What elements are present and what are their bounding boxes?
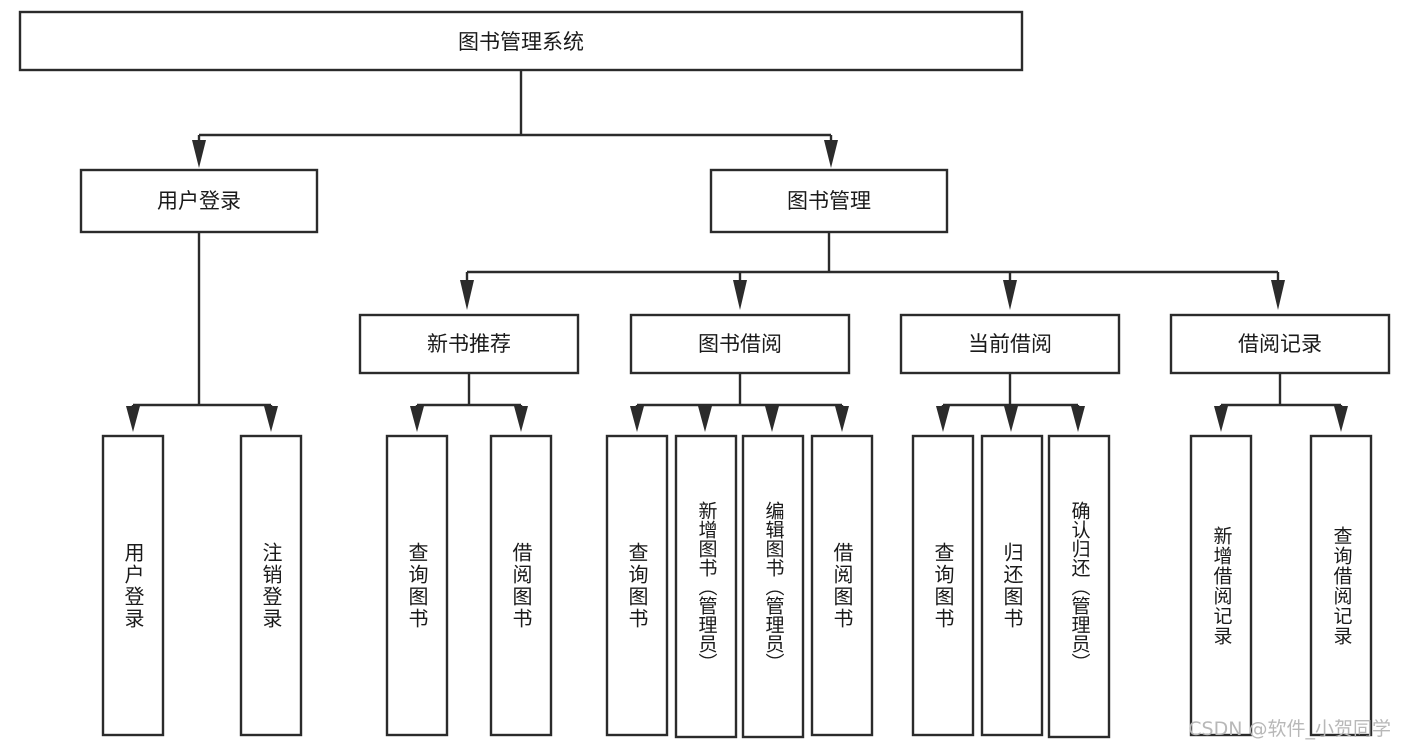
arrow-to-current-borrow <box>1003 280 1017 310</box>
arrow-to-leaf-add-book <box>698 406 712 432</box>
arrow-to-leaf-query-book-b <box>630 406 644 432</box>
leaf-box-borrow-book-a[interactable] <box>489 434 553 737</box>
leaf-box-query-book-c[interactable] <box>911 434 975 737</box>
arrow-to-book-borrow <box>733 280 747 310</box>
node-user-login[interactable]: 用户登录 <box>79 168 319 234</box>
arrow-to-leaf-query-record <box>1334 406 1348 432</box>
node-root-label: 图书管理系统 <box>458 30 584 54</box>
arrow-to-borrow-record <box>1271 280 1285 310</box>
arrow-to-leaf-logout <box>264 406 278 432</box>
leaf-box-add-record[interactable] <box>1189 434 1253 737</box>
node-book-borrow[interactable]: 图书借阅 <box>629 313 851 375</box>
node-user-login-label: 用户登录 <box>157 189 241 213</box>
arrow-to-leaf-edit-book <box>765 406 779 432</box>
leaf-box-query-book-b[interactable] <box>605 434 669 737</box>
arrow-to-leaf-add-record <box>1214 406 1228 432</box>
node-book-borrow-label: 图书借阅 <box>698 332 782 356</box>
arrow-root-to-book-mgmt <box>824 140 838 168</box>
node-book-management-box[interactable] <box>709 168 949 234</box>
node-root[interactable]: 图书管理系统 <box>18 10 1024 72</box>
node-new-book-recommend-label: 新书推荐 <box>427 332 511 356</box>
arrow-to-leaf-query-book-c <box>936 406 950 432</box>
leaf-box-logout[interactable] <box>239 434 303 737</box>
arrow-root-to-user-login <box>192 140 206 168</box>
arrow-to-leaf-confirm-return <box>1071 406 1085 432</box>
leaf-box-return-book[interactable] <box>980 434 1044 737</box>
leaf-box-borrow-book-b[interactable] <box>810 434 874 737</box>
node-current-borrow-box[interactable] <box>899 313 1121 375</box>
arrow-to-new-book-recommend <box>460 280 474 310</box>
node-root-box[interactable] <box>18 10 1024 72</box>
node-book-management[interactable]: 图书管理 <box>709 168 949 234</box>
arrow-to-leaf-query-book-a <box>410 406 424 432</box>
leaf-box-query-record[interactable] <box>1309 434 1373 737</box>
leaf-box-user-login[interactable] <box>101 434 165 737</box>
node-borrow-record-label: 借阅记录 <box>1238 332 1322 356</box>
arrow-to-leaf-user-login <box>126 406 140 432</box>
leaf-box-edit-book[interactable] <box>741 434 805 739</box>
node-new-book-recommend[interactable]: 新书推荐 <box>358 313 580 375</box>
arrow-to-leaf-borrow-book-a <box>514 406 528 432</box>
node-book-management-label: 图书管理 <box>787 189 871 213</box>
leaf-box-add-book[interactable] <box>674 434 738 739</box>
node-borrow-record-box[interactable] <box>1169 313 1391 375</box>
arrow-to-leaf-borrow-book-b <box>835 406 849 432</box>
leaf-box-confirm-return[interactable] <box>1047 434 1111 739</box>
node-new-book-recommend-box[interactable] <box>358 313 580 375</box>
node-current-borrow[interactable]: 当前借阅 <box>899 313 1121 375</box>
node-borrow-record[interactable]: 借阅记录 <box>1169 313 1391 375</box>
node-current-borrow-label: 当前借阅 <box>968 332 1052 356</box>
csdn-watermark: CSDN @软件_小贺同学 <box>1188 718 1391 740</box>
leaf-box-query-book-a[interactable] <box>385 434 449 737</box>
node-book-borrow-box[interactable] <box>629 313 851 375</box>
arrow-to-leaf-return-book <box>1004 406 1018 432</box>
